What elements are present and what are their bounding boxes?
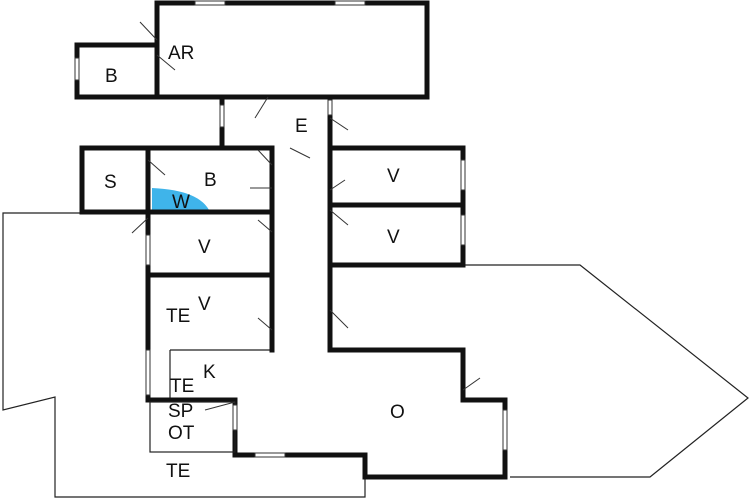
room-label-sp: SP	[168, 401, 193, 422]
room-label-te2: TE	[170, 376, 194, 397]
room-label-v2: V	[198, 294, 211, 315]
terrace-outline-right	[463, 264, 749, 478]
walls	[74, 0, 508, 480]
room-label-s: S	[104, 172, 117, 193]
room-label-v4: V	[387, 227, 400, 248]
room-label-b1: B	[105, 66, 118, 87]
room-label-te1: TE	[166, 306, 190, 327]
room-label-w: W	[172, 192, 190, 213]
room-label-b2: B	[204, 170, 217, 191]
room-label-v1: V	[198, 237, 211, 258]
room-label-k: K	[203, 362, 216, 383]
room-label-o: O	[390, 402, 405, 423]
doors	[131, 21, 481, 411]
room-label-e: E	[295, 116, 308, 137]
shower-area	[152, 188, 210, 212]
room-label-ar: AR	[168, 43, 194, 64]
room-label-v3: V	[387, 166, 400, 187]
room-label-ot: OT	[168, 423, 195, 444]
room-label-te3: TE	[166, 461, 190, 482]
windows	[74, 0, 508, 458]
